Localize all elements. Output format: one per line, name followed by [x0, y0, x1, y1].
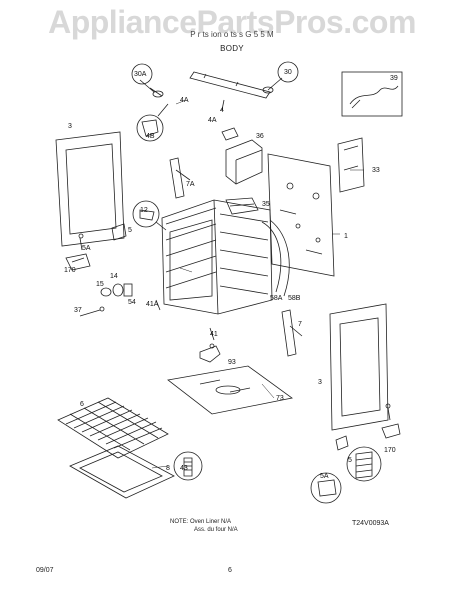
- callout-41: 41: [210, 331, 218, 338]
- callout-36: 36: [256, 133, 264, 140]
- callout-6: 6: [80, 401, 84, 408]
- callout-30: 30: [284, 69, 292, 76]
- part-4a-clip: [221, 127, 239, 141]
- part-3-left-panel: [55, 131, 125, 247]
- part-36-duct: [225, 139, 263, 185]
- note-line-2: Ass. du four N/A: [194, 527, 238, 533]
- part-73-bottom: [167, 365, 293, 415]
- callout-8: 8: [166, 465, 170, 472]
- part-8-pan: [69, 445, 175, 499]
- callout-4A-right: 4A: [208, 117, 217, 124]
- callout-33: 33: [372, 167, 380, 174]
- part-4b-bracket: [136, 103, 169, 142]
- callout-14: 14: [110, 273, 118, 280]
- part-3-right-panel: [329, 303, 389, 431]
- part-5-left-hinge: [111, 223, 127, 241]
- callout-37: 37: [74, 307, 82, 314]
- part-58-insulation: [261, 219, 290, 297]
- callout-5A-right: 5A: [320, 473, 329, 480]
- callout-1: 1: [344, 233, 348, 240]
- callout-7A: 7A: [186, 181, 195, 188]
- callout-12: 12: [140, 207, 148, 214]
- callout-39: 39: [390, 75, 398, 82]
- callout-58B: 58B: [288, 295, 301, 302]
- part-5a-right-hinge: [310, 435, 349, 504]
- part-30-wire: [262, 61, 299, 94]
- callout-58A: 58A: [270, 295, 283, 302]
- part-33-back-cover: [337, 137, 365, 193]
- callout-3-right: 3: [318, 379, 322, 386]
- part-14-15-54-fasteners: [100, 283, 133, 297]
- callout-7: 7: [298, 321, 302, 328]
- callout-170-left: 170: [64, 267, 76, 274]
- callout-93: 93: [228, 359, 236, 366]
- part-170-left-screw: [78, 233, 84, 251]
- callout-5-left: 5: [128, 227, 132, 234]
- oven-cavity: [161, 199, 273, 315]
- callout-4A-left: 4A: [180, 97, 189, 104]
- callout-5A-left: 5A: [82, 245, 91, 252]
- part-4-top-rail: [189, 71, 271, 111]
- callout-170-right: 170: [384, 447, 396, 454]
- callout-4: 4: [220, 107, 224, 114]
- part-1-back-panel: [267, 153, 335, 277]
- callout-5-right: 5: [348, 457, 352, 464]
- callout-30A: 30A: [134, 71, 147, 78]
- part-5-right-hinge: [346, 446, 382, 482]
- section-title: BODY: [220, 44, 244, 53]
- part-12-bracket: [132, 200, 167, 231]
- footer-page-number: 6: [228, 567, 232, 574]
- part-39-harness: [341, 71, 403, 117]
- callout-54: 54: [128, 299, 136, 306]
- part-35-duct: [225, 197, 259, 215]
- part-93: [199, 345, 221, 363]
- callout-15: 15: [96, 281, 104, 288]
- footer-date: 09/07: [36, 567, 54, 574]
- part-37-screw: [79, 306, 105, 317]
- part-6-oven-rack: [57, 397, 169, 459]
- part-7a-hinge: [169, 157, 191, 199]
- model-subheader: P r ts ion o ts s G 5 5 M: [190, 30, 274, 39]
- callout-73: 73: [276, 395, 284, 402]
- callout-41A: 41A: [146, 301, 159, 308]
- diagram-code: T24V0093A: [352, 520, 389, 527]
- part-170-right-screw: [381, 403, 401, 439]
- callout-35: 35: [262, 201, 270, 208]
- callout-3-left: 3: [68, 123, 72, 130]
- oven-liner-note: NOTE: Oven Liner N/A Ass. du four N/A: [170, 518, 238, 534]
- callout-43: 43: [180, 465, 188, 472]
- part-43-leveler: [173, 451, 203, 481]
- part-30a-wire: [131, 63, 164, 98]
- note-line-1: NOTE: Oven Liner N/A: [170, 519, 232, 525]
- part-5a-left-hinge: [65, 253, 91, 271]
- part-41-clips: [155, 299, 215, 349]
- callout-4B: 4B: [146, 133, 155, 140]
- part-7-hinge: [281, 309, 303, 357]
